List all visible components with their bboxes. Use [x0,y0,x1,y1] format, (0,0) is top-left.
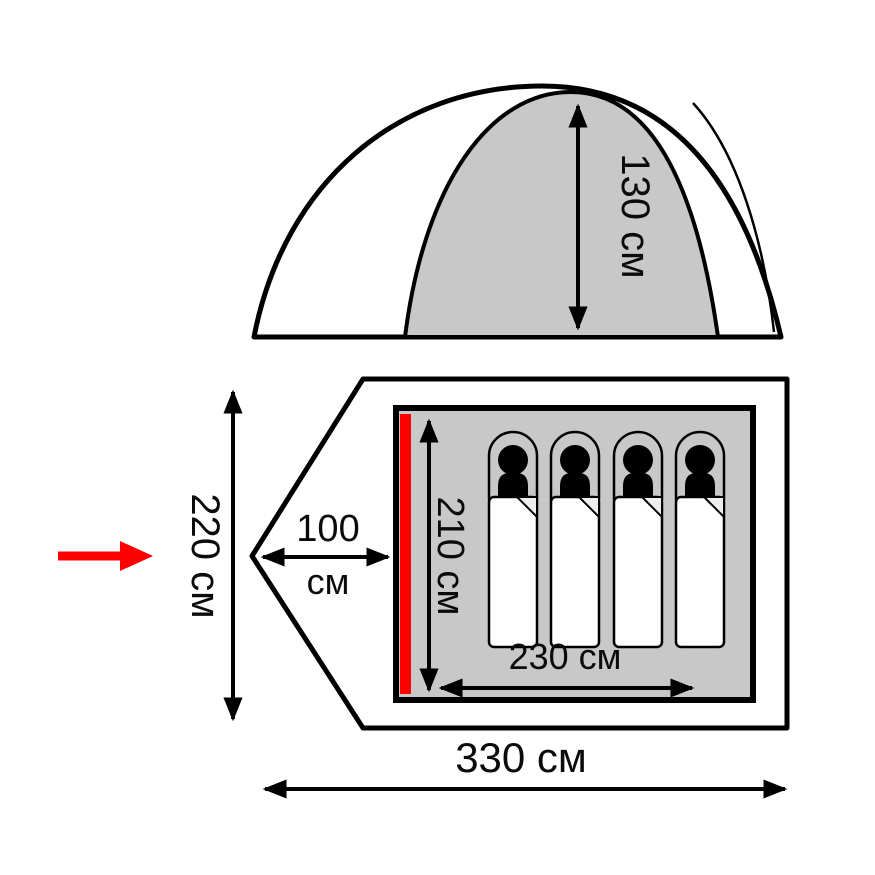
entrance-red-stripe [400,414,411,694]
inner-length-label: 210 см [429,496,471,615]
total-length-label: 330 см [455,734,587,781]
height-dimension-label: 130 см [613,153,657,278]
side-view: 130 см [251,83,784,340]
inner-dome [402,89,721,339]
vestibule-depth-label-bottom: см [307,561,350,602]
flysheet-edge-line [692,102,776,333]
floor-plan: 220 см 100 см 210 см 230 см 330 см [183,376,790,799]
inner-width-label: 230 см [509,636,622,677]
entrance-arrow [58,541,153,571]
outer-width-label: 220 см [183,493,227,618]
vestibule-depth-label-top: 100 [296,508,359,550]
entrance-arrow-head [120,541,153,571]
